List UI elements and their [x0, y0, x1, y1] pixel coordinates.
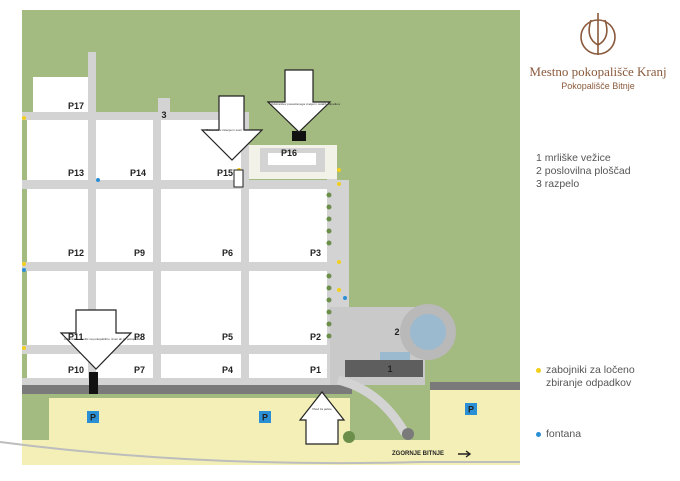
plot-label-p8: P8 — [134, 332, 145, 342]
plot-label-p3: P3 — [310, 248, 321, 258]
legend-containers-line1: zabojniki za ločeno — [546, 364, 635, 376]
legend-item-2: 2 poslovilna ploščad — [536, 165, 631, 177]
plot-label-p4: P4 — [222, 365, 233, 375]
numbered-legend: 1 mrliške vežice 2 poslovilna ploščad 3 … — [536, 152, 631, 191]
note-arrow-p15: Odstranitev zelenja in sveč — [206, 128, 242, 132]
plot-label-p14: P14 — [130, 168, 146, 178]
marker-2: 2 — [394, 327, 399, 337]
plot-label-p15: P15 — [217, 168, 233, 178]
access-path — [336, 375, 409, 436]
plot-label-p17: P17 — [68, 101, 84, 111]
street-label: ZGORNJE BITNJE — [392, 451, 444, 457]
note-arrow-p10: Odstranitev cvetlic na pokopališču, izve… — [64, 337, 143, 341]
roundabout — [402, 428, 414, 440]
plot-label-p1: P1 — [310, 365, 321, 375]
legend-container-dot — [536, 368, 541, 373]
service-area — [330, 304, 456, 385]
arrow-entrance — [298, 391, 346, 445]
plot-label-p2: P2 — [310, 332, 321, 342]
brand-subtitle: Pokopališče Bitnje — [561, 81, 635, 91]
parking-p1: P — [90, 413, 96, 423]
legend-containers-line2: zbiranje odpadkov — [546, 377, 632, 389]
legend-fountain: fontana — [546, 428, 582, 440]
marker-1: 1 — [387, 364, 392, 374]
parking-signs: P P P — [87, 403, 477, 423]
marker-3: 3 — [161, 110, 166, 120]
arrow-p16 — [266, 69, 332, 133]
parking-p3: P — [468, 405, 474, 415]
plot-label-p9: P9 — [134, 248, 145, 258]
brand-title: Mestno pokopališče Kranj — [529, 64, 667, 79]
brand-block: Mestno pokopališče Kranj Pokopališče Bit… — [528, 64, 668, 91]
note-entrance: Vhod za pešce — [312, 407, 332, 411]
arrows — [59, 69, 346, 445]
containers — [22, 116, 341, 350]
plot-label-p12: P12 — [68, 248, 84, 258]
container-p10 — [89, 372, 98, 394]
legend-item-3: 3 razpelo — [536, 178, 580, 190]
plot-labels: P17 P13 P14 P15 P16 P12 P9 P6 P3 P11 P8 … — [68, 101, 321, 375]
parking-areas — [22, 390, 520, 465]
road — [22, 385, 352, 394]
plot-p16-structure — [249, 131, 337, 179]
plot-label-p7: P7 — [134, 365, 145, 375]
legend-item-1: 1 mrliške vežice — [536, 152, 611, 164]
arrow-p15 — [200, 95, 264, 161]
plot-label-p13: P13 — [68, 168, 84, 178]
logo-icon — [580, 13, 616, 55]
plot-label-p10: P10 — [68, 365, 84, 375]
parking-p2: P — [262, 413, 268, 423]
street-line — [0, 441, 520, 465]
legend-fountain-dot — [536, 432, 541, 437]
plots-fill — [27, 77, 327, 378]
container-p15 — [233, 169, 244, 188]
legend-containers: zabojniki za ločeno zbiranje odpadkov — [546, 364, 635, 390]
plot-label-p5: P5 — [222, 332, 233, 342]
plot-label-p11: P11 — [68, 332, 84, 342]
plot-label-p6: P6 — [222, 248, 233, 258]
arrow-p10 — [59, 309, 133, 370]
note-arrow-p16: Odstranitev posvečenega cvetja in ostali… — [271, 102, 341, 106]
road-right — [430, 382, 520, 390]
path-network — [22, 52, 349, 385]
trees — [326, 192, 355, 443]
street-arrow-icon — [458, 450, 472, 458]
plot-label-p16: P16 — [281, 148, 297, 158]
